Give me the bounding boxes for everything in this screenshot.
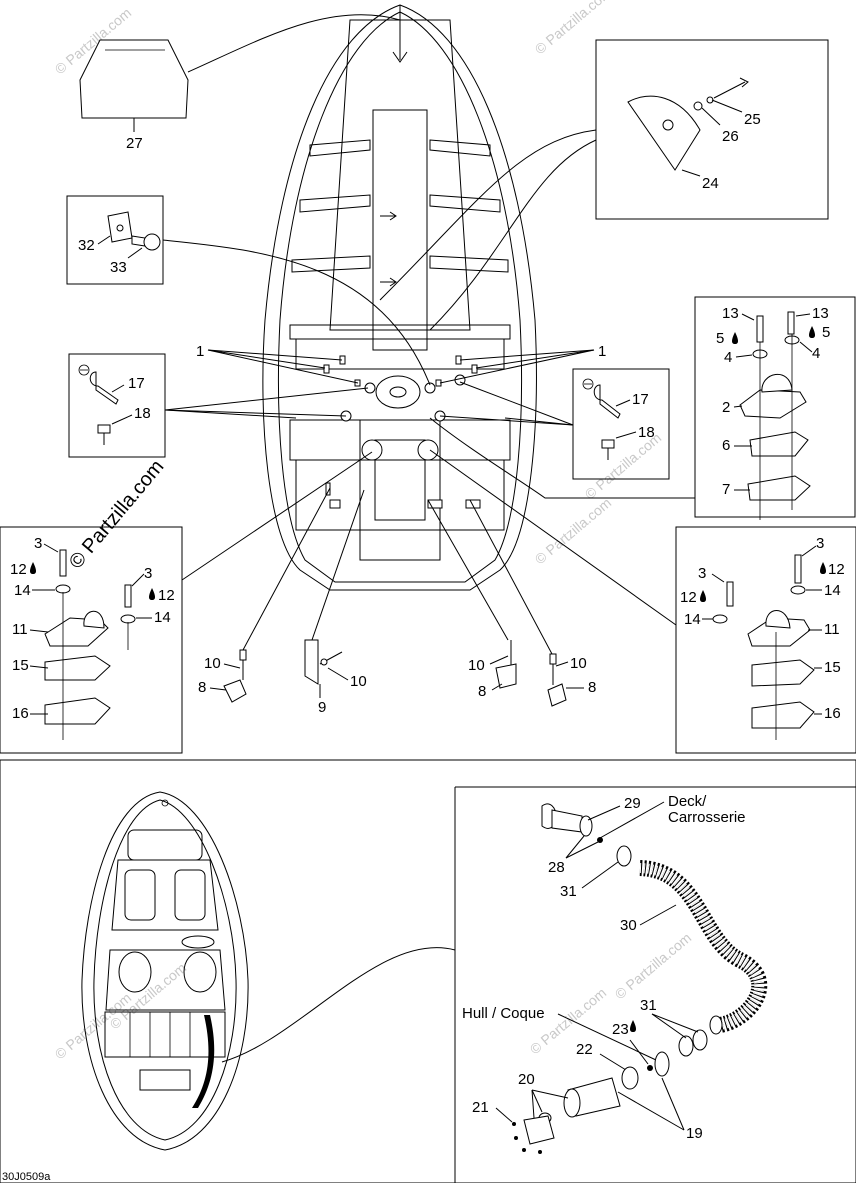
detail-box-right-11-16: 3 12 14 3 12 14 11 15 16 bbox=[429, 449, 856, 754]
label-12-c: 12 bbox=[828, 561, 845, 578]
label-10-c: 10 bbox=[468, 657, 485, 674]
label-17-left: 17 bbox=[128, 375, 145, 392]
label-5-right: 5 bbox=[822, 324, 830, 341]
label-33: 33 bbox=[110, 259, 127, 276]
detail-box-2-13: 13 13 5 5 4 4 2 6 7 bbox=[429, 296, 856, 520]
watermark-text: © Partzilla.com bbox=[532, 0, 615, 57]
label-32: 32 bbox=[78, 237, 95, 254]
label-1-group: 1 1 bbox=[196, 343, 606, 384]
label-7: 7 bbox=[722, 481, 730, 498]
detail-box-17-18-right: 17 18 bbox=[439, 368, 670, 480]
label-3-b: 3 bbox=[144, 565, 152, 582]
label-27: 27 bbox=[126, 135, 143, 152]
label-10-d: 10 bbox=[570, 655, 587, 672]
deck-label-1: Deck/ bbox=[668, 793, 707, 810]
boat-top-view bbox=[81, 791, 456, 1151]
label-8-b: 8 bbox=[478, 683, 486, 700]
label-1-left: 1 bbox=[196, 343, 204, 360]
lower-panel-frame bbox=[0, 759, 856, 1183]
hose-route-marker bbox=[192, 1015, 215, 1108]
detail-box-17-18-left: 17 18 bbox=[68, 353, 369, 458]
label-15-right: 15 bbox=[824, 659, 841, 676]
watermark-main: © Partzilla.com bbox=[65, 456, 168, 573]
label-10-a: 10 bbox=[204, 655, 221, 672]
label-4-left: 4 bbox=[724, 349, 732, 366]
detail-box-32-33: 32 33 bbox=[66, 195, 431, 386]
label-6: 6 bbox=[722, 437, 730, 454]
label-24: 24 bbox=[702, 175, 719, 192]
label-2: 2 bbox=[722, 399, 730, 416]
label-29: 29 bbox=[624, 795, 641, 812]
label-30: 30 bbox=[620, 917, 637, 934]
label-5-left: 5 bbox=[716, 330, 724, 347]
label-8-c: 8 bbox=[588, 679, 596, 696]
detail-box-left-11-16: 3 12 14 3 12 14 11 15 16 bbox=[0, 451, 373, 754]
label-14-c: 14 bbox=[824, 582, 841, 599]
seat-cover-27: 27 bbox=[79, 14, 401, 152]
label-14-a: 14 bbox=[14, 582, 31, 599]
label-31-bottom: 31 bbox=[640, 997, 657, 1014]
label-13-right: 13 bbox=[812, 305, 829, 322]
label-1-right: 1 bbox=[598, 343, 606, 360]
label-12-d: 12 bbox=[680, 589, 697, 606]
label-13-left: 13 bbox=[722, 305, 739, 322]
label-14-d: 14 bbox=[684, 611, 701, 628]
label-4-right: 4 bbox=[812, 345, 820, 362]
label-21: 21 bbox=[472, 1099, 489, 1116]
label-18-left: 18 bbox=[134, 405, 151, 422]
label-8-a: 8 bbox=[198, 679, 206, 696]
label-16-right: 16 bbox=[824, 705, 841, 722]
seat-ribs bbox=[289, 139, 511, 370]
label-9: 9 bbox=[318, 699, 326, 716]
label-25: 25 bbox=[744, 111, 761, 128]
label-22: 22 bbox=[576, 1041, 593, 1058]
label-11-right: 11 bbox=[824, 621, 840, 638]
label-31-top: 31 bbox=[560, 883, 577, 900]
corrugated-hose bbox=[639, 860, 768, 1033]
watermark-text: © Partzilla.com bbox=[612, 929, 695, 1002]
label-11-left: 11 bbox=[12, 621, 28, 638]
label-20: 20 bbox=[518, 1071, 535, 1088]
label-26: 26 bbox=[722, 128, 739, 145]
hull-label: Hull / Coque bbox=[462, 1005, 545, 1022]
label-28: 28 bbox=[548, 859, 565, 876]
label-15-left: 15 bbox=[12, 657, 29, 674]
label-3-a: 3 bbox=[34, 535, 42, 552]
label-3-c: 3 bbox=[816, 535, 824, 552]
deck-label-2: Carrosserie bbox=[668, 809, 746, 826]
label-14-b: 14 bbox=[154, 609, 171, 626]
label-18-right: 18 bbox=[638, 424, 655, 441]
label-23: 23 bbox=[612, 1021, 629, 1038]
label-16-left: 16 bbox=[12, 705, 29, 722]
seat-assembly bbox=[262, 4, 537, 591]
bracket-details: 10 8 10 9 10 8 10 8 bbox=[198, 487, 596, 716]
label-10-b: 10 bbox=[350, 673, 367, 690]
label-12-a: 12 bbox=[10, 561, 27, 578]
label-19: 19 bbox=[686, 1125, 703, 1142]
label-12-b: 12 bbox=[158, 587, 175, 604]
detail-box-24-26: 24 26 25 bbox=[379, 39, 829, 331]
hose-detail-box: 29 Deck/ Carrosserie 28 31 30 31 Hull / … bbox=[454, 786, 856, 1183]
label-3-d: 3 bbox=[698, 565, 706, 582]
diagram-code: 30J0509a bbox=[2, 1171, 51, 1183]
label-17-right: 17 bbox=[632, 391, 649, 408]
